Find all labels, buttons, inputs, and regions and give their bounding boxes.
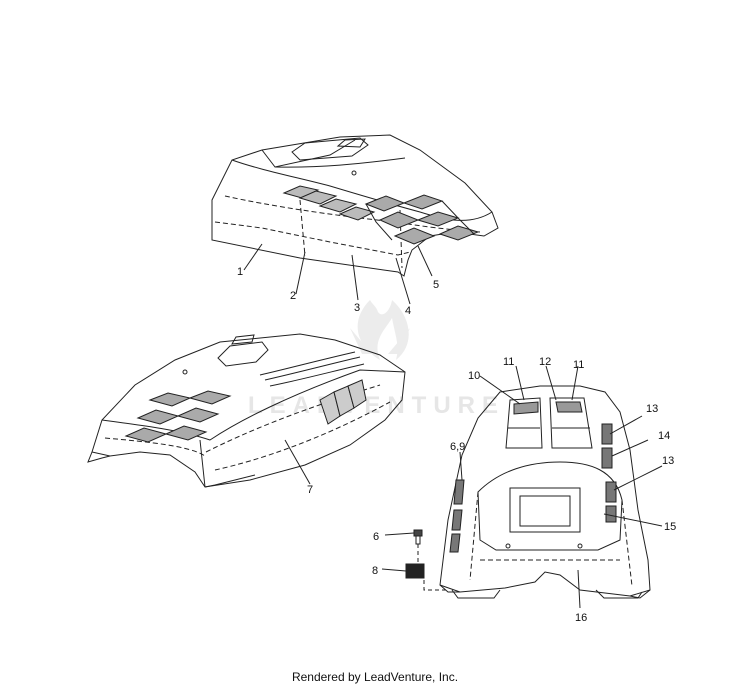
front-vents-left <box>126 391 230 442</box>
callout-13-lower: 13 <box>662 455 674 467</box>
hood-underside-view <box>382 366 662 608</box>
hood-top-view <box>212 135 498 304</box>
callout-6: 6 <box>373 531 379 543</box>
callout-2: 2 <box>290 290 296 302</box>
callout-8: 8 <box>372 565 378 577</box>
callout-11-left: 11 <box>503 356 514 368</box>
callout-14: 14 <box>658 430 670 442</box>
callout-7: 7 <box>307 484 313 496</box>
side-vents-left <box>320 380 366 424</box>
grommet-8 <box>406 564 424 578</box>
front-vents-top <box>366 195 478 244</box>
hood-left-view <box>88 334 405 487</box>
fastener-6 <box>414 530 422 544</box>
callout-16: 16 <box>575 612 587 624</box>
watermark-text: LEADVENTURE <box>248 392 506 419</box>
callout-13-upper: 13 <box>646 403 658 415</box>
panel-vents-underside <box>514 402 582 414</box>
watermark-logo <box>350 300 410 360</box>
callout-12: 12 <box>539 356 551 368</box>
footer-credit: Rendered by LeadVenture, Inc. <box>291 670 459 684</box>
callout-3: 3 <box>354 302 360 314</box>
callout-5: 5 <box>433 279 439 291</box>
callout-6-9: 6,9 <box>450 441 465 453</box>
callout-10: 10 <box>468 370 480 382</box>
callout-15: 15 <box>664 521 676 533</box>
side-vents-top <box>284 186 374 220</box>
callout-11-right: 11 <box>573 359 584 371</box>
side-vents-underside <box>450 424 616 552</box>
callout-1: 1 <box>237 266 243 278</box>
callout-4: 4 <box>405 305 411 317</box>
